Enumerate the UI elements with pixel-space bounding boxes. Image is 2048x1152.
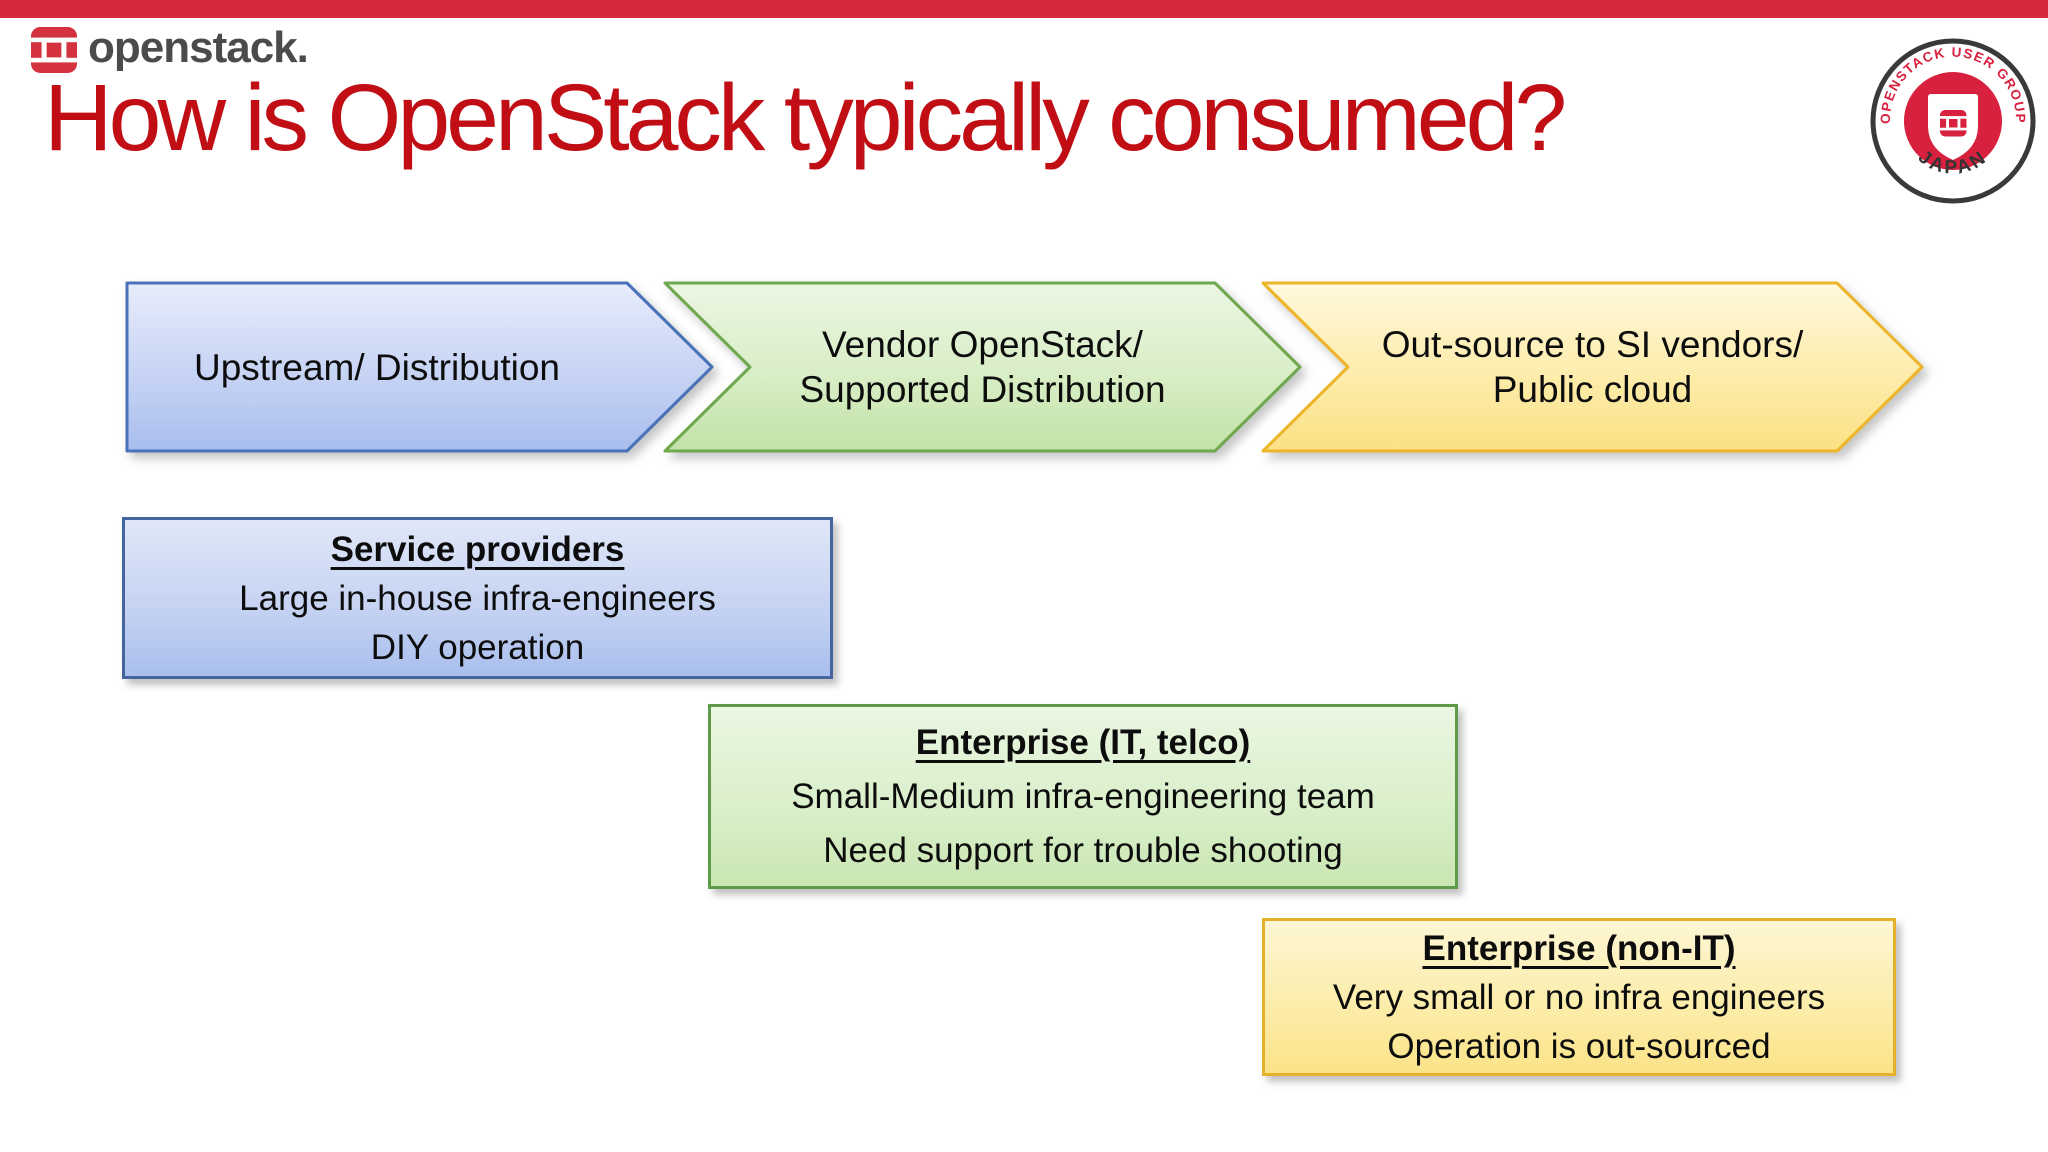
flow-arrow-upstream bbox=[125, 281, 714, 453]
service-providers-box: Service providers Large in-house infra-e… bbox=[122, 517, 833, 679]
flow-arrow-vendor bbox=[663, 281, 1302, 453]
openstack-user-group-japan-badge: OPENSTACK USER GROUP JAPAN bbox=[1870, 38, 2036, 204]
page-title: How is OpenStack typically consumed? bbox=[44, 65, 1567, 171]
enterprise-it-heading: Enterprise (IT, telco) bbox=[915, 722, 1251, 762]
enterprise-non-it-box: Enterprise (non-IT) Very small or no inf… bbox=[1262, 918, 1896, 1076]
openstack-logo: openstack. bbox=[30, 23, 309, 74]
top-accent-bar bbox=[0, 0, 2048, 18]
flow-arrow-upstream-label: Upstream/ Distribution bbox=[193, 346, 560, 388]
enterprise-non-it-heading: Enterprise (non-IT) bbox=[1422, 928, 1736, 968]
flow-arrow-vendor-label: Vendor OpenStack/ Supported Distribution bbox=[799, 324, 1166, 410]
badge-shield-logo-icon bbox=[1939, 110, 1968, 137]
openstack-wordmark: openstack. bbox=[88, 23, 309, 72]
flow-arrow-outsource-label: Out-source to SI vendors/ Public cloud bbox=[1381, 324, 1804, 410]
enterprise-it-box: Enterprise (IT, telco) Small-Medium infr… bbox=[708, 704, 1458, 889]
service-providers-heading: Service providers bbox=[330, 529, 625, 569]
openstack-logo-icon bbox=[30, 27, 78, 73]
flow-arrow-outsource bbox=[1261, 281, 1924, 453]
